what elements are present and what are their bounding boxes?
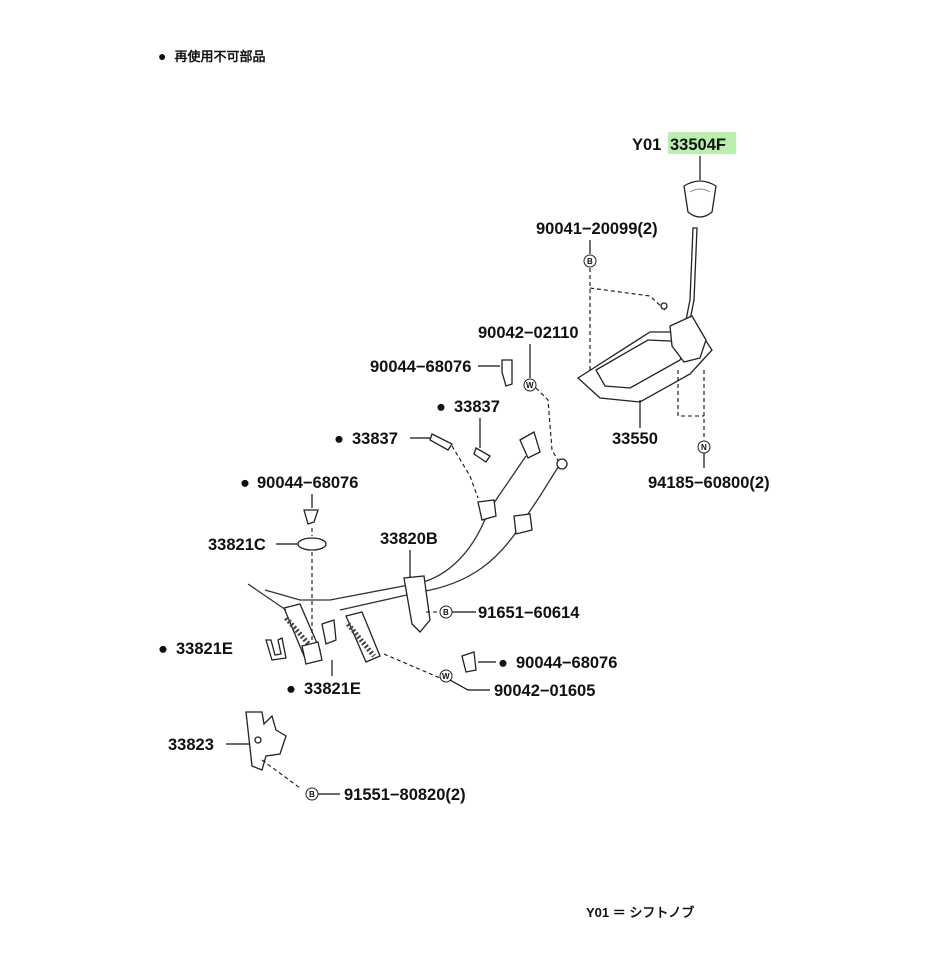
label-knob-part[interactable]: 33504F <box>670 136 726 154</box>
label-33821e-a[interactable]: 33821E <box>176 640 233 658</box>
badge-w-90042a-text: W <box>526 381 534 390</box>
shift-base-screw <box>660 302 668 310</box>
badge-w-90042b-text: W <box>442 672 450 681</box>
label-90044b[interactable]: 90044−68076 <box>257 474 358 492</box>
bullet-90044b: ● <box>240 474 250 492</box>
badge-b-90041 <box>583 254 597 268</box>
badge-n-94185-text: N <box>701 443 707 452</box>
clip-90044c <box>461 651 477 673</box>
clip-33821e-b <box>321 619 337 645</box>
cable-end-right-thread <box>346 622 376 658</box>
legend-text: 再使用不可部品 <box>174 49 266 64</box>
cable-rod-left <box>247 583 287 611</box>
label-33550[interactable]: 33550 <box>612 430 658 448</box>
cable-bracket[interactable] <box>403 575 431 633</box>
bullet-33821e-b: ● <box>286 680 296 698</box>
legend: ● 再使用不可部品 <box>158 46 265 65</box>
label-33837b[interactable]: 33837 <box>352 430 398 448</box>
badge-w-90042b <box>439 669 453 683</box>
badge-w-90042a <box>523 378 537 392</box>
shift-knob-shade <box>689 188 711 193</box>
label-33820b[interactable]: 33820B <box>380 530 438 548</box>
dash-90041 <box>589 268 666 380</box>
shift-pivot <box>669 315 707 363</box>
bullet-33837a: ● <box>436 398 446 416</box>
label-94185[interactable]: 94185−60800(2) <box>648 474 770 492</box>
cable-grommet-upper <box>477 499 497 521</box>
bullet-33837b: ● <box>334 430 344 448</box>
label-knob-prefix: Y01 <box>632 136 661 154</box>
bracket-33823-hole <box>254 736 262 744</box>
washer-33821c <box>297 537 327 551</box>
cable-end-left-thread <box>284 616 314 650</box>
bracket-33823[interactable] <box>245 711 287 771</box>
dash-90044c <box>383 653 441 679</box>
label-90044a[interactable]: 90044−68076 <box>370 358 471 376</box>
knob-part-highlight <box>668 132 736 154</box>
clip-33821e-a <box>265 637 287 661</box>
bullet-90044c: ● <box>498 654 508 672</box>
dash-90042a <box>535 387 561 465</box>
label-33821e-b[interactable]: 33821E <box>304 680 361 698</box>
cable-grommet-lower <box>513 513 533 535</box>
label-91651[interactable]: 91651−60614 <box>478 604 580 622</box>
cable-eye <box>556 458 568 470</box>
shift-lever[interactable] <box>683 227 698 331</box>
badge-b-90041-text: B <box>587 257 593 266</box>
clip-90044a <box>501 359 513 387</box>
shift-knob[interactable] <box>683 180 717 218</box>
label-33823[interactable]: 33823 <box>168 736 214 754</box>
leader-90042b <box>449 679 490 691</box>
label-90042b[interactable]: 90042−01605 <box>494 682 595 700</box>
badge-b-91551-text: B <box>309 790 315 799</box>
bushing-33821e <box>301 641 323 665</box>
cable-shift[interactable] <box>339 463 561 611</box>
label-90041[interactable]: 90041−20099(2) <box>536 220 658 238</box>
shift-base-inner <box>595 339 692 389</box>
badge-b-91651-text: B <box>443 608 449 617</box>
footnote: Y01 ＝ シフトノブ <box>586 905 695 920</box>
cable-end-upper <box>519 431 541 459</box>
label-91551[interactable]: 91551−80820(2) <box>344 786 466 804</box>
clip-90044b <box>303 509 319 525</box>
dash-33837b <box>451 445 479 499</box>
label-33837a[interactable]: 33837 <box>454 398 500 416</box>
dash-94185 <box>677 370 705 440</box>
label-90042a[interactable]: 90042−02110 <box>478 324 579 342</box>
label-33821c[interactable]: 33821C <box>208 536 266 554</box>
pin-33837b <box>429 433 453 451</box>
label-90044c[interactable]: 90044−68076 <box>516 654 617 672</box>
dash-91551 <box>261 759 301 789</box>
legend-bullet: ● <box>158 47 167 64</box>
pin-33837a <box>473 447 491 463</box>
cable-end-right <box>345 611 381 663</box>
bullet-33821e-a: ● <box>158 640 168 658</box>
